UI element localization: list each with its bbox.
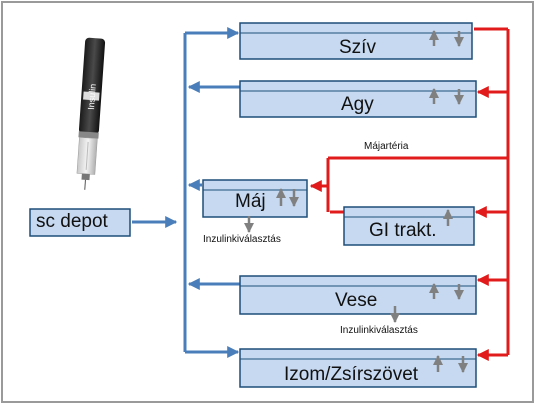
organ-label-kidney: Vese	[335, 290, 378, 311]
hepatic-artery-label: Májartéria	[364, 141, 409, 152]
insulin-pen-icon	[76, 37, 106, 190]
organ-label-muscle-fat: Izom/Zsírszövet	[284, 364, 419, 385]
sc-depot-box	[29, 208, 131, 237]
organ-box-kidney	[239, 275, 477, 315]
exchange-arrows	[244, 30, 468, 373]
arterial-flow	[309, 27, 510, 361]
pen-label: Insulin	[86, 83, 98, 110]
organ-label-heart: Szív	[339, 37, 376, 58]
organ-label-liver: Máj	[235, 191, 266, 212]
liver-elimination-label: Inzulinkiválasztás	[203, 234, 281, 245]
organ-label-gi: GI trakt.	[369, 220, 437, 241]
kidney-elimination-label: Inzulinkiválasztás	[340, 325, 418, 336]
venous-flow	[132, 27, 240, 358]
organ-label-brain: Agy	[341, 94, 374, 115]
sc-depot-label: sc depot	[36, 211, 108, 232]
